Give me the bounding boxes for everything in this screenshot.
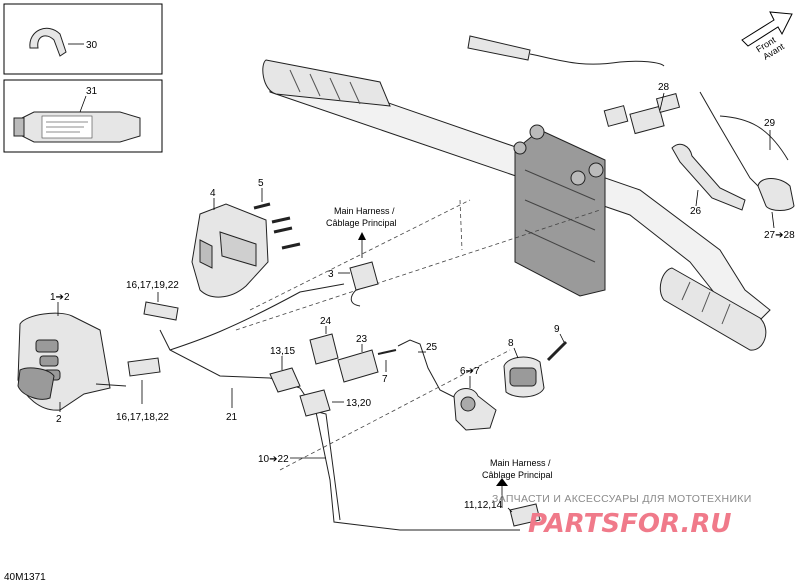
arrow-up-icon-bottom bbox=[496, 478, 508, 486]
left-grip bbox=[262, 59, 391, 107]
front-direction-arrow: Front Avant bbox=[741, 11, 793, 62]
callout-27-28: 27➔28 bbox=[764, 230, 795, 241]
callout-5: 5 bbox=[258, 178, 264, 189]
connector-16-17-18-22 bbox=[127, 357, 161, 377]
connector-24 bbox=[309, 333, 339, 365]
callout-6-7: 6➔7 bbox=[460, 366, 480, 377]
callout-7: 7 bbox=[382, 374, 388, 385]
connector-3 bbox=[349, 261, 379, 291]
callout-16-17-19-22: 16,17,19,22 bbox=[126, 280, 179, 291]
callout-2: 2 bbox=[56, 414, 62, 425]
tie-wrap-icon bbox=[29, 27, 67, 57]
callout-23: 23 bbox=[356, 334, 368, 345]
callout-21: 21 bbox=[226, 412, 238, 423]
callout-9: 9 bbox=[554, 324, 560, 335]
callout-11-12-14: 11,12,14 bbox=[464, 500, 503, 511]
callout-13-15: 13,15 bbox=[270, 346, 295, 357]
arrow-icon bbox=[741, 11, 793, 47]
cable-25 bbox=[397, 339, 457, 399]
pin-9 bbox=[546, 340, 568, 362]
callout-3: 3 bbox=[328, 269, 334, 280]
wire-harness: 16,17,19,22 16,17,18,22 21 13,15 13,20 1… bbox=[116, 280, 520, 531]
harness-note-top-line2: Câblage Principal bbox=[326, 218, 397, 228]
connector-13-20 bbox=[299, 389, 331, 417]
callout-24: 24 bbox=[320, 316, 332, 327]
kill-switch-group: 6➔7 8 9 bbox=[453, 324, 568, 431]
watermark: ЗАПЧАСТИ И АКСЕССУАРЫ ДЛЯ МОТОТЕХНИКИ PA… bbox=[492, 493, 752, 539]
cable-26 bbox=[671, 143, 746, 211]
callout-8: 8 bbox=[508, 338, 514, 349]
callout-4: 4 bbox=[210, 188, 216, 199]
arrow-up-icon bbox=[358, 232, 366, 240]
center-connectors: 24 23 7 25 bbox=[309, 316, 457, 399]
connector-23 bbox=[337, 349, 379, 383]
callout-10-22: 10➔22 bbox=[258, 454, 289, 465]
bolts-5 bbox=[253, 202, 301, 250]
connector-16-17-19-22 bbox=[143, 301, 179, 321]
connector-11-12-14 bbox=[509, 503, 541, 527]
connector-3-group: 3 Main Harness / Câblage Principal bbox=[326, 206, 397, 307]
callout-1-2: 1➔2 bbox=[50, 292, 70, 303]
callout-31: 31 bbox=[86, 86, 98, 97]
connector-28 bbox=[603, 93, 681, 135]
bottom-harness-group: Main Harness / Câblage Principal 11,12,1… bbox=[464, 458, 553, 527]
inset-grease-box: 31 bbox=[3, 79, 163, 153]
callout-29: 29 bbox=[764, 118, 776, 129]
callout-25: 25 bbox=[426, 342, 438, 353]
harness-note-bottom-line2: Câblage Principal bbox=[482, 470, 553, 480]
right-parts: 28 29 26 27➔28 bbox=[603, 82, 795, 241]
watermark-brand: PARTSFOR.RU bbox=[528, 509, 731, 539]
switch-housing: 1➔2 2 bbox=[17, 292, 127, 425]
callout-28: 28 bbox=[658, 82, 670, 93]
callout-13-20: 13,20 bbox=[346, 398, 371, 409]
harness-note-top-line1: Main Harness / bbox=[334, 206, 395, 216]
callout-26: 26 bbox=[690, 206, 702, 217]
reference-lines bbox=[235, 199, 601, 471]
switch-button bbox=[35, 339, 59, 353]
throttle-housing bbox=[467, 35, 531, 61]
connector-13-15 bbox=[269, 367, 301, 393]
handlebar bbox=[262, 35, 771, 351]
riser-clamp bbox=[513, 124, 606, 297]
watermark-text: ЗАПЧАСТИ И АКСЕССУАРЫ ДЛЯ МОТОТЕХНИКИ bbox=[492, 493, 752, 505]
bracket-assembly: 4 5 bbox=[191, 178, 301, 298]
callout-30: 30 bbox=[86, 40, 98, 51]
cable-27 bbox=[757, 178, 795, 211]
figure-code: 40M1371 bbox=[4, 572, 46, 583]
harness-note-bottom-line1: Main Harness / bbox=[490, 458, 551, 468]
callout-16-17-18-22: 16,17,18,22 bbox=[116, 412, 169, 423]
switch-6 bbox=[453, 388, 497, 431]
pin-7 bbox=[377, 349, 397, 355]
inset-tie-box: 30 bbox=[3, 3, 163, 75]
